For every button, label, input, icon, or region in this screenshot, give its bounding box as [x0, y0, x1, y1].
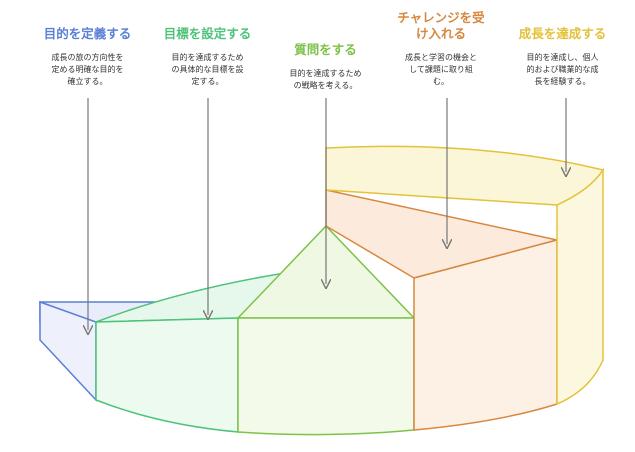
step-5-description: 目的を達成し、個人 的および職業的な成 長を経験する。 [526, 53, 599, 86]
step-2-description: 目的を達成するため の具体的な目標を設 定する。 [171, 53, 244, 86]
step-3-label: 質問をする 目的を達成するため の戦略を考える。 [268, 42, 383, 92]
step-3-title: 質問をする [294, 42, 357, 57]
step-5-title: 成長を達成する [518, 26, 607, 41]
step-3-description: 目的を達成するため の戦略を考える。 [289, 69, 362, 90]
step-2-block [95, 271, 288, 433]
step-5-front [556, 167, 604, 406]
step-4-title: チャレンジを受 け入れる [397, 10, 485, 41]
step-5-top [325, 145, 605, 206]
step-5-block [325, 145, 605, 406]
step-5-label: 成長を達成する 目的を達成し、個人 的および職業的な成 長を経験する。 [505, 26, 620, 88]
step-2-label: 目標を設定する 目的を達成するため の具体的な目標を設 定する。 [150, 26, 265, 88]
step-2-title: 目標を設定する [163, 26, 252, 41]
step-1-block [39, 300, 169, 402]
step-2-front [95, 317, 239, 433]
step-1-label: 目的を定義する 成長の旅の方向性を 定める明確な目的を 確立する。 [30, 26, 145, 88]
step-1-description: 成長の旅の方向性を 定める明確な目的を 確立する。 [51, 53, 124, 86]
step-4-description: 成長と学習の機会と して課題に取り組 む。 [405, 53, 477, 86]
step-3-front [237, 317, 415, 436]
step-4-label: チャレンジを受 け入れる 成長と学習の機会と して課題に取り組 む。 [385, 10, 497, 88]
step-1-title: 目的を定義する [43, 26, 132, 41]
